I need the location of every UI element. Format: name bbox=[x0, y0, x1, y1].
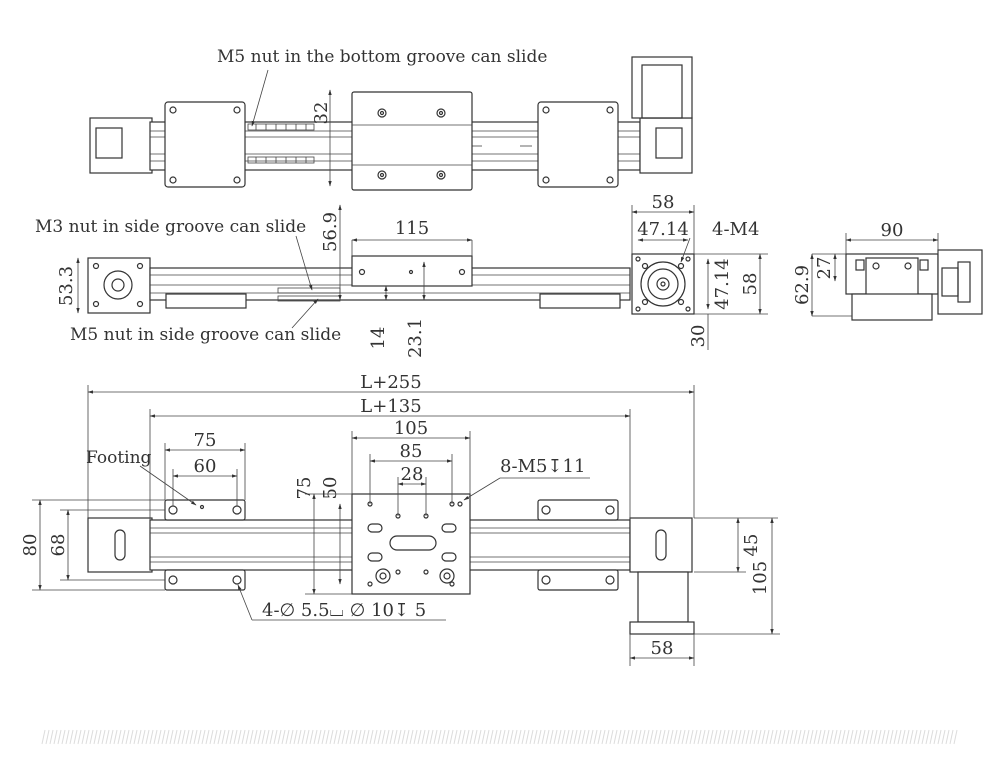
dim-end-30: 30 bbox=[688, 325, 709, 348]
callout-8-m5: 8-M5↧11 bbox=[500, 456, 585, 477]
dim-section-90: 90 bbox=[881, 220, 904, 241]
callout-4-m4: 4-M4 bbox=[712, 219, 759, 240]
dim-plan-50-v: 50 bbox=[320, 477, 341, 500]
dim-section-62-9: 62.9 bbox=[792, 265, 813, 305]
dim-side-14: 14 bbox=[368, 327, 389, 350]
decorative-hatch-band bbox=[41, 729, 958, 745]
dim-top-32: 32 bbox=[311, 102, 332, 125]
note-side-groove-m5: M5 nut in side groove can slide bbox=[70, 325, 341, 345]
dim-end-58-right: 58 bbox=[740, 273, 761, 296]
dim-plan-75-foot: 75 bbox=[194, 430, 217, 451]
dim-end-47-14-v: 47.14 bbox=[712, 258, 733, 310]
nut-row-top bbox=[247, 123, 315, 164]
dim-plan-68: 68 bbox=[48, 534, 69, 557]
dim-side-56-9: 56.9 bbox=[320, 212, 341, 252]
dim-side-53-3: 53.3 bbox=[56, 266, 77, 306]
callout-holes: 4-∅ 5.5⌴ ∅ 10↧ 5 bbox=[262, 600, 426, 621]
side-view: 115 56.9 53.3 14 23.1 M3 nut in side gro… bbox=[35, 192, 768, 358]
dim-side-115: 115 bbox=[395, 218, 429, 239]
note-side-groove-m3: M3 nut in side groove can slide bbox=[35, 217, 306, 237]
note-footing: Footing bbox=[86, 448, 152, 468]
dim-plan-28: 28 bbox=[401, 464, 424, 485]
dim-plan-105-top: 105 bbox=[394, 418, 428, 439]
top-view: 32 M5 nut in the bottom groove can slide bbox=[89, 47, 693, 191]
plan-view: L+255 L+135 105 85 28 75 60 Footing 75 5… bbox=[20, 372, 780, 666]
dim-section-27: 27 bbox=[814, 257, 835, 280]
dim-side-23-1: 23.1 bbox=[405, 318, 426, 358]
dim-plan-60-foot: 60 bbox=[194, 456, 217, 477]
dim-plan-45: 45 bbox=[741, 534, 762, 557]
dim-end-47-14-h: 47.14 bbox=[637, 219, 689, 240]
dim-plan-80: 80 bbox=[20, 534, 41, 557]
dim-plan-105-right: 105 bbox=[750, 561, 771, 595]
note-bottom-groove: M5 nut in the bottom groove can slide bbox=[217, 47, 547, 67]
dim-plan-85: 85 bbox=[400, 441, 423, 462]
dim-end-58-top: 58 bbox=[652, 192, 675, 213]
dim-plan-75-v: 75 bbox=[294, 477, 315, 500]
dim-plan-l255: L+255 bbox=[360, 372, 421, 393]
section-view: 90 27 62.9 bbox=[792, 220, 983, 321]
dim-plan-l135: L+135 bbox=[360, 396, 421, 417]
dim-plan-58-bottom: 58 bbox=[651, 638, 674, 659]
